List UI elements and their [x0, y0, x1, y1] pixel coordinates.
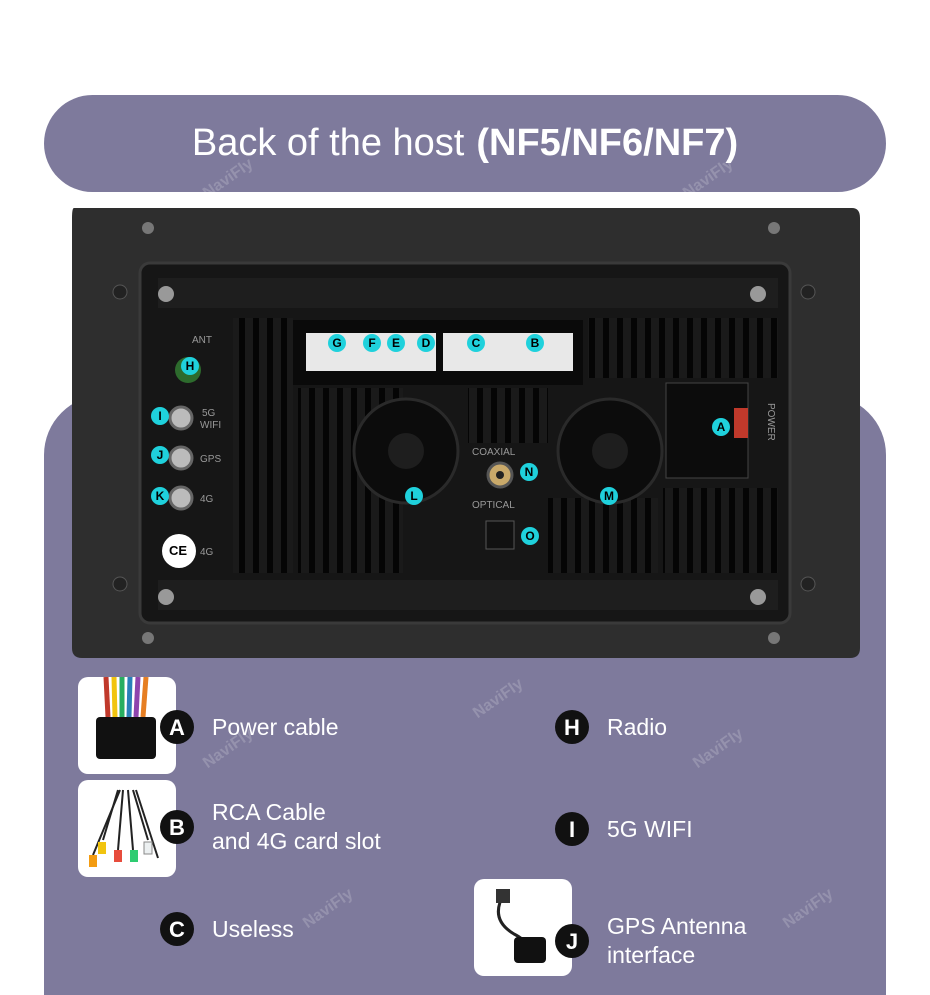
marker-c: C	[467, 334, 485, 352]
label-5g: 5G	[202, 408, 216, 419]
legend-text: GPS Antenna	[607, 913, 747, 939]
ce-mark: CE	[169, 543, 187, 558]
legend-text: RCA Cable	[212, 799, 326, 825]
legend-text-line2: and 4G card slot	[212, 828, 381, 854]
marker-m: M	[600, 487, 618, 505]
svg-text:O: O	[525, 529, 534, 543]
svg-text:I: I	[158, 409, 161, 423]
label-gps: GPS	[200, 454, 221, 465]
rca-cable-image	[78, 780, 176, 877]
legend-text: Radio	[607, 713, 668, 740]
svg-text:L: L	[410, 489, 417, 503]
marker-g: G	[328, 334, 346, 352]
label-optical: OPTICAL	[472, 500, 515, 511]
legend-item-c: C Useless	[160, 912, 294, 946]
marker-j: J	[151, 446, 169, 464]
label-ant: ANT	[192, 335, 212, 346]
legend-item-h: H Radio	[555, 710, 667, 744]
legend-badge: H	[555, 710, 589, 744]
marker-n: N	[520, 463, 538, 481]
legend-item-a: A Power cable	[160, 710, 339, 744]
gps-antenna-image	[474, 879, 572, 976]
legend-text: 5G WIFI	[607, 815, 693, 842]
legend-badge: J	[555, 924, 589, 958]
legend-badge: I	[555, 812, 589, 846]
marker-e: E	[387, 334, 405, 352]
marker-l: L	[405, 487, 423, 505]
svg-text:N: N	[525, 465, 534, 479]
legend-badge: A	[160, 710, 194, 744]
svg-text:A: A	[717, 420, 726, 434]
svg-text:C: C	[472, 336, 481, 350]
marker-k: K	[151, 487, 169, 505]
title-bold: (NF5/NF6/NF7)	[476, 122, 739, 164]
legend-item-b: B RCA Cable and 4G card slot	[160, 798, 381, 856]
svg-text:B: B	[531, 336, 540, 350]
label-wifi: WIFI	[200, 420, 221, 431]
label-power: POWER	[765, 403, 776, 441]
marker-h: H	[181, 357, 199, 375]
label-coaxial: COAXIAL	[472, 447, 516, 458]
marker-b: B	[526, 334, 544, 352]
svg-text:E: E	[392, 336, 400, 350]
legend-item-j: J GPS Antenna interface	[555, 912, 746, 970]
title-light: Back of the host	[191, 122, 465, 164]
svg-text:M: M	[604, 489, 614, 503]
legend-text: Power cable	[212, 713, 339, 740]
svg-text:J: J	[157, 448, 164, 462]
marker-i: I	[151, 407, 169, 425]
legend-badge: B	[160, 810, 194, 844]
svg-text:G: G	[332, 336, 341, 350]
legend-text: Useless	[212, 915, 294, 942]
power-cable-image	[78, 677, 176, 774]
title-banner: Back of the host (NF5/NF6/NF7)	[44, 95, 886, 192]
legend-badge: C	[160, 912, 194, 946]
legend-item-i: I 5G WIFI	[555, 812, 693, 846]
marker-o: O	[521, 527, 539, 545]
svg-text:K: K	[156, 489, 165, 503]
marker-f: F	[363, 334, 381, 352]
svg-text:F: F	[368, 336, 375, 350]
head-unit-back-panel: ANT 5G WIFI GPS 4G 4G CE COAXIAL OPTICAL…	[72, 208, 860, 658]
marker-d: D	[417, 334, 435, 352]
legend-text-line2: interface	[607, 942, 696, 968]
marker-a: A	[712, 418, 730, 436]
svg-text:D: D	[422, 336, 431, 350]
label-4g-b: 4G	[200, 547, 214, 558]
svg-text:H: H	[186, 359, 195, 373]
label-4g-a: 4G	[200, 494, 214, 505]
